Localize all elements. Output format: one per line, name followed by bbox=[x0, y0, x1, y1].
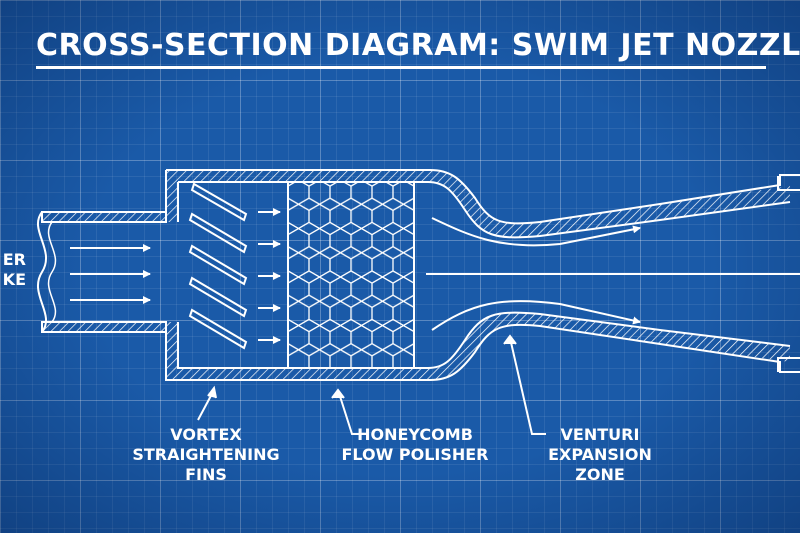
venturi-label-line-3: ZONE bbox=[575, 465, 625, 484]
intake-label-line-2: KE bbox=[2, 270, 26, 289]
fin-flow-arrows bbox=[258, 208, 281, 344]
venturi-flow-arrows bbox=[426, 217, 800, 331]
outlet-flange bbox=[777, 176, 800, 372]
intake-label-line-1: ER bbox=[2, 250, 26, 269]
intake-wall-top bbox=[41, 211, 167, 223]
housing-wall-bottom bbox=[166, 312, 790, 380]
honeycomb-label: HONEYCOMB FLOW POLISHER bbox=[330, 425, 500, 465]
honeycomb-label-line-1: HONEYCOMB bbox=[357, 425, 473, 444]
fins-label: VORTEX STRAIGHTENING FINS bbox=[126, 425, 286, 485]
venturi-label-line-1: VENTURI bbox=[560, 425, 640, 444]
diagram-title: CROSS-SECTION DIAGRAM: SWIM JET NOZZLE bbox=[36, 26, 800, 69]
intake-flow-arrows bbox=[70, 244, 151, 304]
venturi-label-line-2: EXPANSION bbox=[548, 445, 652, 464]
fins-label-line-2: STRAIGHTENING bbox=[132, 445, 280, 464]
intake-label: ER KE bbox=[0, 250, 26, 290]
honeycomb-flow-polisher bbox=[287, 181, 415, 369]
intake-break-line bbox=[36, 211, 48, 333]
venturi-label: VENTURI EXPANSION ZONE bbox=[540, 425, 660, 485]
fins-label-line-1: VORTEX bbox=[170, 425, 242, 444]
vortex-fins bbox=[188, 182, 248, 350]
leader-lines bbox=[197, 334, 546, 435]
intake-wall-bottom bbox=[41, 321, 167, 333]
honeycomb-label-line-2: FLOW POLISHER bbox=[341, 445, 489, 464]
fins-label-line-3: FINS bbox=[185, 465, 227, 484]
housing-wall-top bbox=[166, 170, 790, 238]
